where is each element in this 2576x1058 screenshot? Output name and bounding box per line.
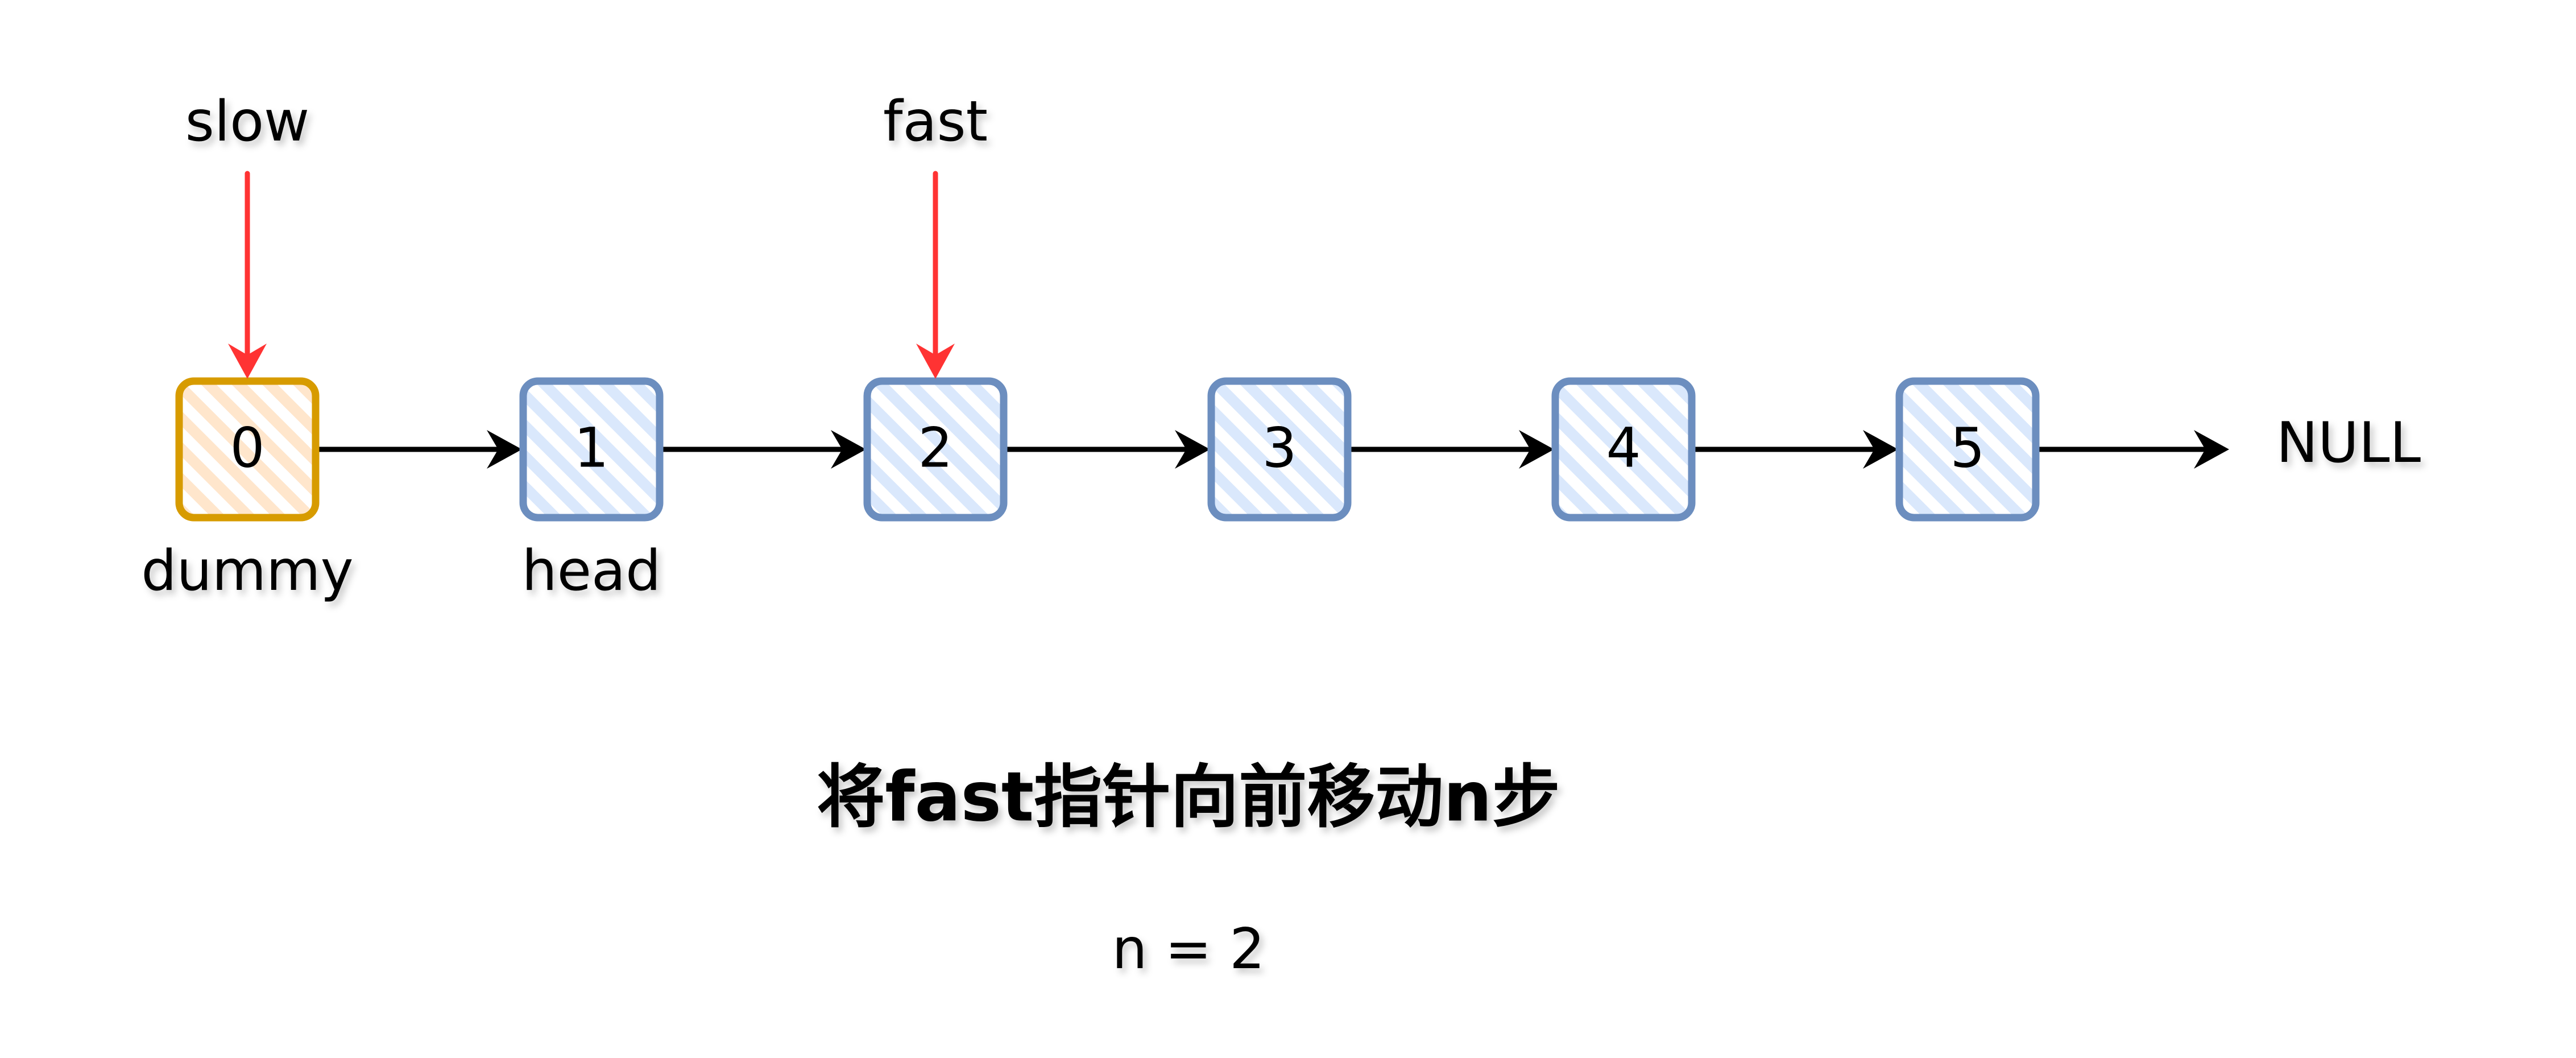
node-box: [175, 377, 320, 522]
list-node-1: 1 head: [519, 377, 664, 604]
caption-title: 将fast指针向前移动n步: [817, 758, 1560, 837]
pointer-arrow-fast: [916, 171, 955, 379]
pointer-slow: slow: [185, 89, 309, 379]
node-value: 2: [918, 416, 952, 480]
param-n: n = 2: [1112, 917, 1265, 982]
list-node-0: 0 dummy: [141, 377, 354, 604]
link-arrow-4-to-node-5: [1689, 430, 1898, 469]
node-value: 1: [574, 416, 608, 480]
list-node-2: 2: [863, 377, 1008, 522]
link-arrow-0-to-node-1: [313, 430, 522, 469]
pointer-fast: fast: [883, 89, 988, 379]
node-box: [519, 377, 664, 522]
link-arrow-3-to-node-4: [1345, 430, 1554, 469]
node-value: 3: [1262, 416, 1297, 480]
node-box: [1207, 377, 1352, 522]
list-node-4: 4: [1551, 377, 1696, 522]
link-arrow-2-to-node-3: [1001, 430, 1210, 469]
node-value: 4: [1606, 416, 1641, 480]
node-value: 0: [230, 416, 264, 480]
node-box: [1551, 377, 1696, 522]
pointer-label-fast: fast: [883, 89, 988, 154]
list-node-5: 5: [1895, 377, 2040, 522]
pointer-label-slow: slow: [185, 89, 309, 154]
node-label-dummy: dummy: [141, 539, 353, 604]
terminal-null: NULL: [2276, 411, 2421, 476]
node-label-head: head: [522, 539, 661, 604]
link-arrow-1-to-node-2: [657, 430, 866, 469]
list-node-3: 3: [1207, 377, 1352, 522]
node-box: [863, 377, 1008, 522]
node-box: [1895, 377, 2040, 522]
pointer-arrow-slow: [228, 171, 267, 379]
link-arrow-5-to-null: [2033, 430, 2229, 469]
node-value: 5: [1950, 416, 1985, 480]
